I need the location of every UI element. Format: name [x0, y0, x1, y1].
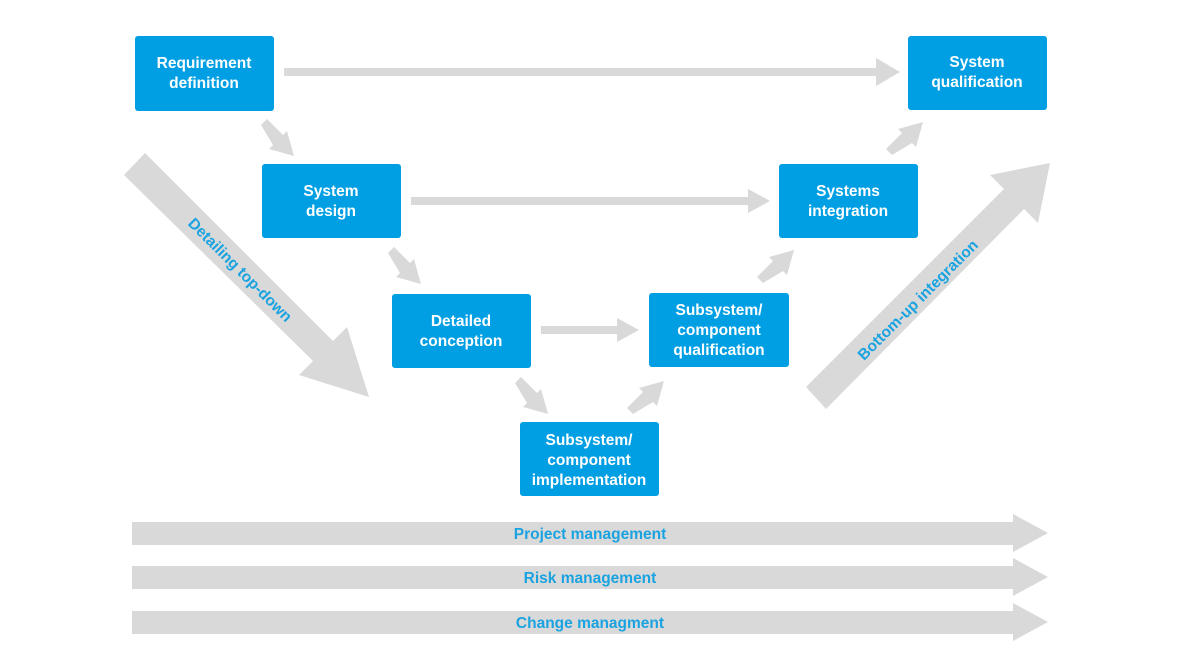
box-system-qualification-line-1: System: [949, 54, 1004, 71]
band-change-management: Change managment: [132, 603, 1048, 641]
box-subsystem-qualification-line-3: qualification: [673, 342, 764, 359]
box-subsystem-implementation-line-2: component: [547, 452, 631, 469]
arrow-design-to-integration: [411, 189, 770, 213]
box-systems-integration-line-2: integration: [808, 203, 888, 220]
box-subsystem-qualification-line-1: Subsystem/: [675, 302, 763, 319]
box-system-design-line-1: System: [303, 183, 358, 200]
band-change-management-label: Change managment: [516, 615, 664, 632]
box-detailed-conception: Detailed conception: [392, 294, 531, 368]
arrow-conception-to-component-qualification: [541, 318, 639, 342]
box-system-design: System design: [262, 164, 401, 238]
box-system-qualification: System qualification: [908, 36, 1047, 110]
box-subsystem-implementation: Subsystem/ component implementation: [520, 422, 659, 496]
bottom-up-integration-label: Bottom-up integration: [855, 237, 982, 364]
arrow-requirement-to-design: [261, 119, 294, 156]
arrow-requirement-to-qualification: [284, 58, 900, 86]
box-requirement-definition-line-1: Requirement: [157, 55, 252, 72]
arrow-implementation-to-component-qualification: [627, 381, 664, 414]
box-system-design-line-2: design: [306, 203, 356, 220]
box-requirement-definition: Requirement definition: [135, 36, 274, 111]
box-subsystem-implementation-line-1: Subsystem/: [545, 432, 633, 449]
arrow-design-to-conception: [388, 247, 421, 284]
arrow-integration-to-system-qualification: [886, 122, 923, 155]
box-detailed-conception-line-2: conception: [420, 333, 503, 350]
band-risk-management: Risk management: [132, 558, 1048, 596]
band-project-management: Project management: [132, 514, 1048, 552]
box-systems-integration: Systems integration: [779, 164, 918, 238]
band-risk-management-label: Risk management: [524, 570, 657, 587]
arrow-conception-to-implementation: [515, 377, 548, 414]
box-systems-integration-line-1: Systems: [816, 183, 880, 200]
box-subsystem-implementation-line-3: implementation: [532, 472, 647, 489]
arrow-component-qualification-to-integration: [757, 250, 794, 283]
box-subsystem-qualification-line-2: component: [677, 322, 761, 339]
box-subsystem-qualification: Subsystem/ component qualification: [649, 293, 789, 367]
detailing-top-down-arrow: [124, 153, 369, 397]
box-requirement-definition-line-2: definition: [169, 75, 239, 92]
band-project-management-label: Project management: [514, 526, 666, 543]
box-system-qualification-line-2: qualification: [931, 74, 1022, 91]
bottom-up-integration-arrow: [806, 163, 1050, 409]
box-detailed-conception-line-1: Detailed: [431, 313, 491, 330]
